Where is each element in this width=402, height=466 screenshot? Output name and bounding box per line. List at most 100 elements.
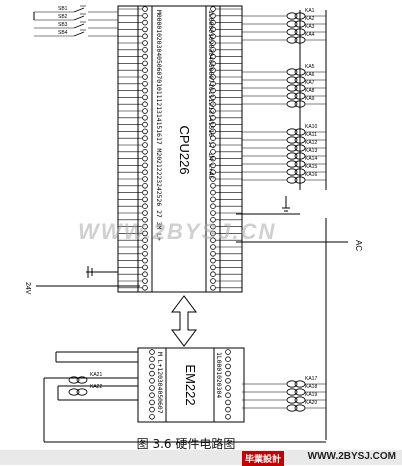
cpu-terminal [142,142,148,148]
cpu-terminal [142,155,148,162]
relay-label: KA6 [305,72,315,78]
em222-terminal [149,363,155,370]
cpu-terminal [210,271,216,278]
em222-terminal [149,349,155,355]
footer-logo[interactable]: 毕業設計 [241,451,284,466]
relay-label: KA19 [305,392,317,398]
relay-coil [242,396,326,404]
cpu-terminal [142,115,148,121]
relay-coil [242,100,326,108]
em222-terminal [225,370,231,377]
relay-coil [242,92,326,100]
switch-label: SB3 [58,22,68,28]
switch-label: SB2 [58,14,68,20]
cpu-terminal [210,87,216,94]
relay-label: KA22 [90,384,102,390]
relay-label: KA12 [305,140,317,146]
cpu-terminal [210,155,216,162]
cpu-terminal [210,135,216,142]
em222-terminal [225,377,231,384]
em222-terminal [149,399,155,406]
em222-left-pin-labels: M L+120304050607 [156,352,164,414]
cpu-terminal [210,196,216,203]
cpu-terminal [142,217,148,223]
switch-label: SB4 [58,30,68,36]
cpu-terminal [210,284,216,291]
cpu-terminal [142,121,148,128]
em222-module [137,347,245,423]
em222-terminal [149,413,155,420]
em222-terminal [149,385,155,391]
footer-bar: 毕業設計 WWW.2BYSJ.COM [0,450,402,466]
em222-terminal [225,392,231,399]
cpu-terminal [210,176,216,182]
relay-coil [242,404,326,412]
cpu-terminal [142,81,148,87]
cpu-terminal [142,257,148,264]
watermark: WWW.2BYSJ.CN [78,219,277,244]
cpu-terminal [142,176,148,182]
em222-terminal [149,392,155,399]
em222-terminal [225,356,231,363]
em222-terminal [225,349,231,355]
relay-label: KA8 [305,88,315,94]
em222-terminal [225,363,231,370]
cpu-terminal [142,67,148,73]
relay-coil [242,176,326,184]
cpu-terminal [210,53,216,60]
cpu-terminal [142,278,148,284]
relay-label: KA10 [305,124,317,130]
cpu-terminal [142,46,148,53]
relay-label: KA4 [305,32,315,38]
cpu-terminal [210,128,216,135]
cpu-terminal [210,40,216,46]
cpu-terminal [210,94,216,101]
cpu-terminal [142,251,148,257]
input-switch [34,29,118,37]
cpu-terminal [142,19,148,26]
em222-terminal [149,406,155,413]
cpu-terminal [210,6,216,12]
relay-label: KA17 [305,376,317,382]
cpu-terminal [210,26,216,33]
cpu-terminal [142,6,148,12]
relay-label: KA9 [305,96,315,102]
cpu-terminal [210,169,216,176]
cpu-terminal [142,183,148,189]
em222-terminal [149,370,155,377]
relay-label: KA3 [305,24,315,30]
cpu-terminal [142,74,148,80]
relay-coil [242,152,326,160]
relay-coil [68,388,88,396]
relay-label: KA18 [305,384,317,390]
cpu-terminal [210,101,216,107]
cpu-terminal [210,264,216,271]
cpu-terminal [210,203,216,210]
cpu-terminal [210,108,216,114]
em222-right-pin-labels: 1L0001020304 [215,352,223,398]
cpu-terminal [142,33,148,39]
cpu-terminal [210,223,216,230]
cpu-terminal [142,128,148,135]
cpu-terminal [210,251,216,257]
cpu-terminal [142,12,148,19]
cpu-module [117,5,243,293]
cpu-terminal [210,67,216,73]
relay-label: KA20 [305,400,317,406]
relay-coil [242,28,326,36]
cpu-terminal [210,12,216,19]
cpu-terminal [210,278,216,284]
em222-terminal [149,377,155,384]
em222-title: EM222 [183,364,198,405]
em222-terminal [149,356,155,363]
cpu-terminal [210,81,216,87]
cpu-terminal [142,237,148,244]
cpu-terminal [210,142,216,148]
cpu-terminal [210,149,216,155]
cpu-terminal [210,60,216,67]
switch-label: SB1 [58,6,68,12]
cpu-terminal [142,26,148,33]
cpu-terminal [142,244,148,250]
relay-label: KA7 [305,80,315,86]
footer-url[interactable]: WWW.2BYSJ.COM [307,451,396,462]
